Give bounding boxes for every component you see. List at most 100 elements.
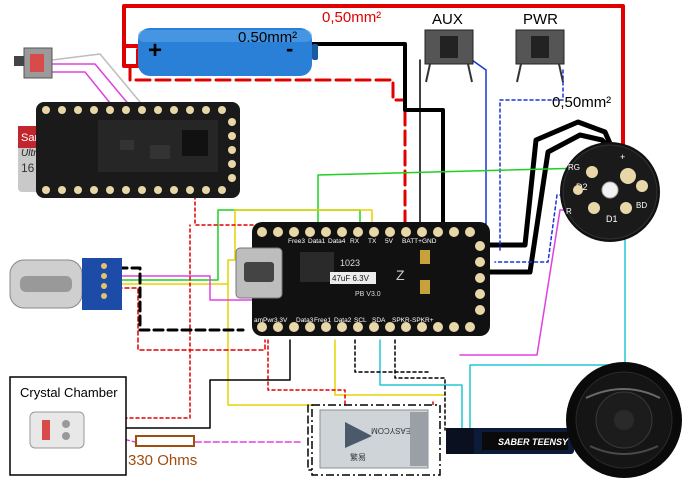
wire-yellow-2 — [334, 339, 446, 396]
sd-pin-bottom — [218, 186, 226, 194]
usb-c-connector — [9, 258, 122, 310]
battery-plus-label: + — [148, 37, 162, 64]
pin-label-top: TX — [368, 238, 377, 245]
board-pin-top — [417, 227, 427, 237]
pin-label-bottom: Free1 — [314, 317, 331, 324]
board-pin-bottom — [385, 322, 395, 332]
led-pad-bd: BD — [636, 201, 647, 210]
board-pin-top — [321, 227, 331, 237]
bt-chinese: 繁易 — [350, 452, 366, 462]
sd-pin-bottom — [186, 186, 194, 194]
pin-label-bottom: SPKR- — [392, 317, 412, 324]
sd-pin-top — [106, 106, 114, 114]
pin-label-bottom: 3.3V — [274, 317, 288, 324]
sd-pin-bottom — [74, 186, 82, 194]
pin-label-top: BATT+ — [402, 238, 422, 245]
wire-blue-aux — [471, 59, 487, 246]
wire-gauge-right-label: 0,50mm² — [552, 94, 611, 111]
wire-cyan-oled — [379, 339, 463, 431]
wire-green-usb — [117, 209, 361, 281]
sd-board-pins — [42, 106, 236, 194]
led-pad-r: R — [566, 207, 572, 216]
cap-label: 47uF 6.3V — [332, 274, 370, 283]
pin-label-bottom: Data3 — [296, 317, 314, 324]
sd-pin-top — [138, 106, 146, 114]
pwr-label: PWR — [523, 11, 558, 28]
board-pin-bottom — [401, 322, 411, 332]
pin-label-top: GND — [422, 238, 437, 245]
board-pin-top — [401, 227, 411, 237]
sd-pin-top — [58, 106, 66, 114]
sd-pin-bottom — [122, 186, 130, 194]
pin-label-bottom: SCL — [354, 317, 367, 324]
sd-pin-bottom — [202, 186, 210, 194]
main-board-pins — [257, 227, 485, 332]
board-pin-bottom — [417, 322, 427, 332]
sd-brand: San — [21, 132, 41, 144]
sd-pin-side — [228, 146, 236, 154]
board-pin-top — [289, 227, 299, 237]
aux-button: AUX — [424, 11, 474, 83]
wire-black-gnd-mid — [354, 339, 431, 373]
sd-pin-side — [228, 160, 236, 168]
sd-pin-top — [42, 106, 50, 114]
bluetooth-module: FEASYCOM 繁易 — [311, 404, 441, 476]
battery: + 0.50mm² - — [138, 28, 318, 76]
board-pin-bottom — [289, 322, 299, 332]
sd-pin-bottom — [58, 186, 66, 194]
wire-black-batt-gnd — [298, 42, 445, 234]
board-pin-bottom — [337, 322, 347, 332]
board-pin-top — [465, 227, 475, 237]
led-pcb: + RG D2 D1 BD R — [560, 142, 660, 242]
board-pin-side — [475, 305, 485, 315]
sd-pin-side — [228, 132, 236, 140]
board-pin-top — [353, 227, 363, 237]
sd-pin-top — [90, 106, 98, 114]
wire-black-crystal — [89, 339, 291, 429]
wire-red-main — [122, 4, 625, 167]
sd-pin-bottom — [138, 186, 146, 194]
board-pin-top — [305, 227, 315, 237]
sd-pin-top — [122, 106, 130, 114]
bt-brand: FEASYCOM — [371, 426, 416, 435]
board-pin-bottom — [305, 322, 315, 332]
wire-red-battery — [122, 44, 140, 68]
board-pin-side — [475, 241, 485, 251]
pwr-button: PWR — [515, 11, 565, 83]
aux-label: AUX — [432, 11, 463, 28]
led-pad-rgb: RG — [568, 163, 580, 172]
sd-pin-top — [186, 106, 194, 114]
board-pin-bottom — [257, 322, 267, 332]
board-pin-top — [369, 227, 379, 237]
sd-pin-top — [74, 106, 82, 114]
wire-cyan-led — [469, 214, 626, 431]
wire-magenta-usb — [117, 275, 293, 301]
board-pin-top — [433, 227, 443, 237]
wire-black-oled — [394, 339, 446, 431]
crystal-chamber-label: Crystal Chamber — [20, 385, 118, 400]
led-pad-top: + — [620, 152, 625, 162]
pin-label-bottom: amPwr — [254, 317, 275, 324]
sd-pin-top — [154, 106, 162, 114]
chip-text: 1023 — [340, 258, 360, 268]
sd-board — [36, 102, 240, 198]
board-pin-side — [475, 257, 485, 267]
sd-pin-bottom — [90, 186, 98, 194]
board-pin-bottom — [273, 322, 283, 332]
sd-model: Ultra — [21, 148, 43, 159]
pin-label-top: 5V — [385, 238, 394, 245]
slide-switch — [14, 47, 53, 79]
board-pin-side — [475, 273, 485, 283]
wire-grey-switch — [51, 53, 156, 121]
sd-pin-top — [218, 106, 226, 114]
board-pin-top — [337, 227, 347, 237]
crystal-chamber: Crystal Chamber — [9, 376, 127, 476]
pin-label-top: Data1 — [308, 238, 326, 245]
board-pin-bottom — [369, 322, 379, 332]
battery-minus-label: - — [286, 36, 293, 61]
sd-pin-bottom — [154, 186, 162, 194]
pin-label-top: Free3 — [288, 238, 305, 245]
